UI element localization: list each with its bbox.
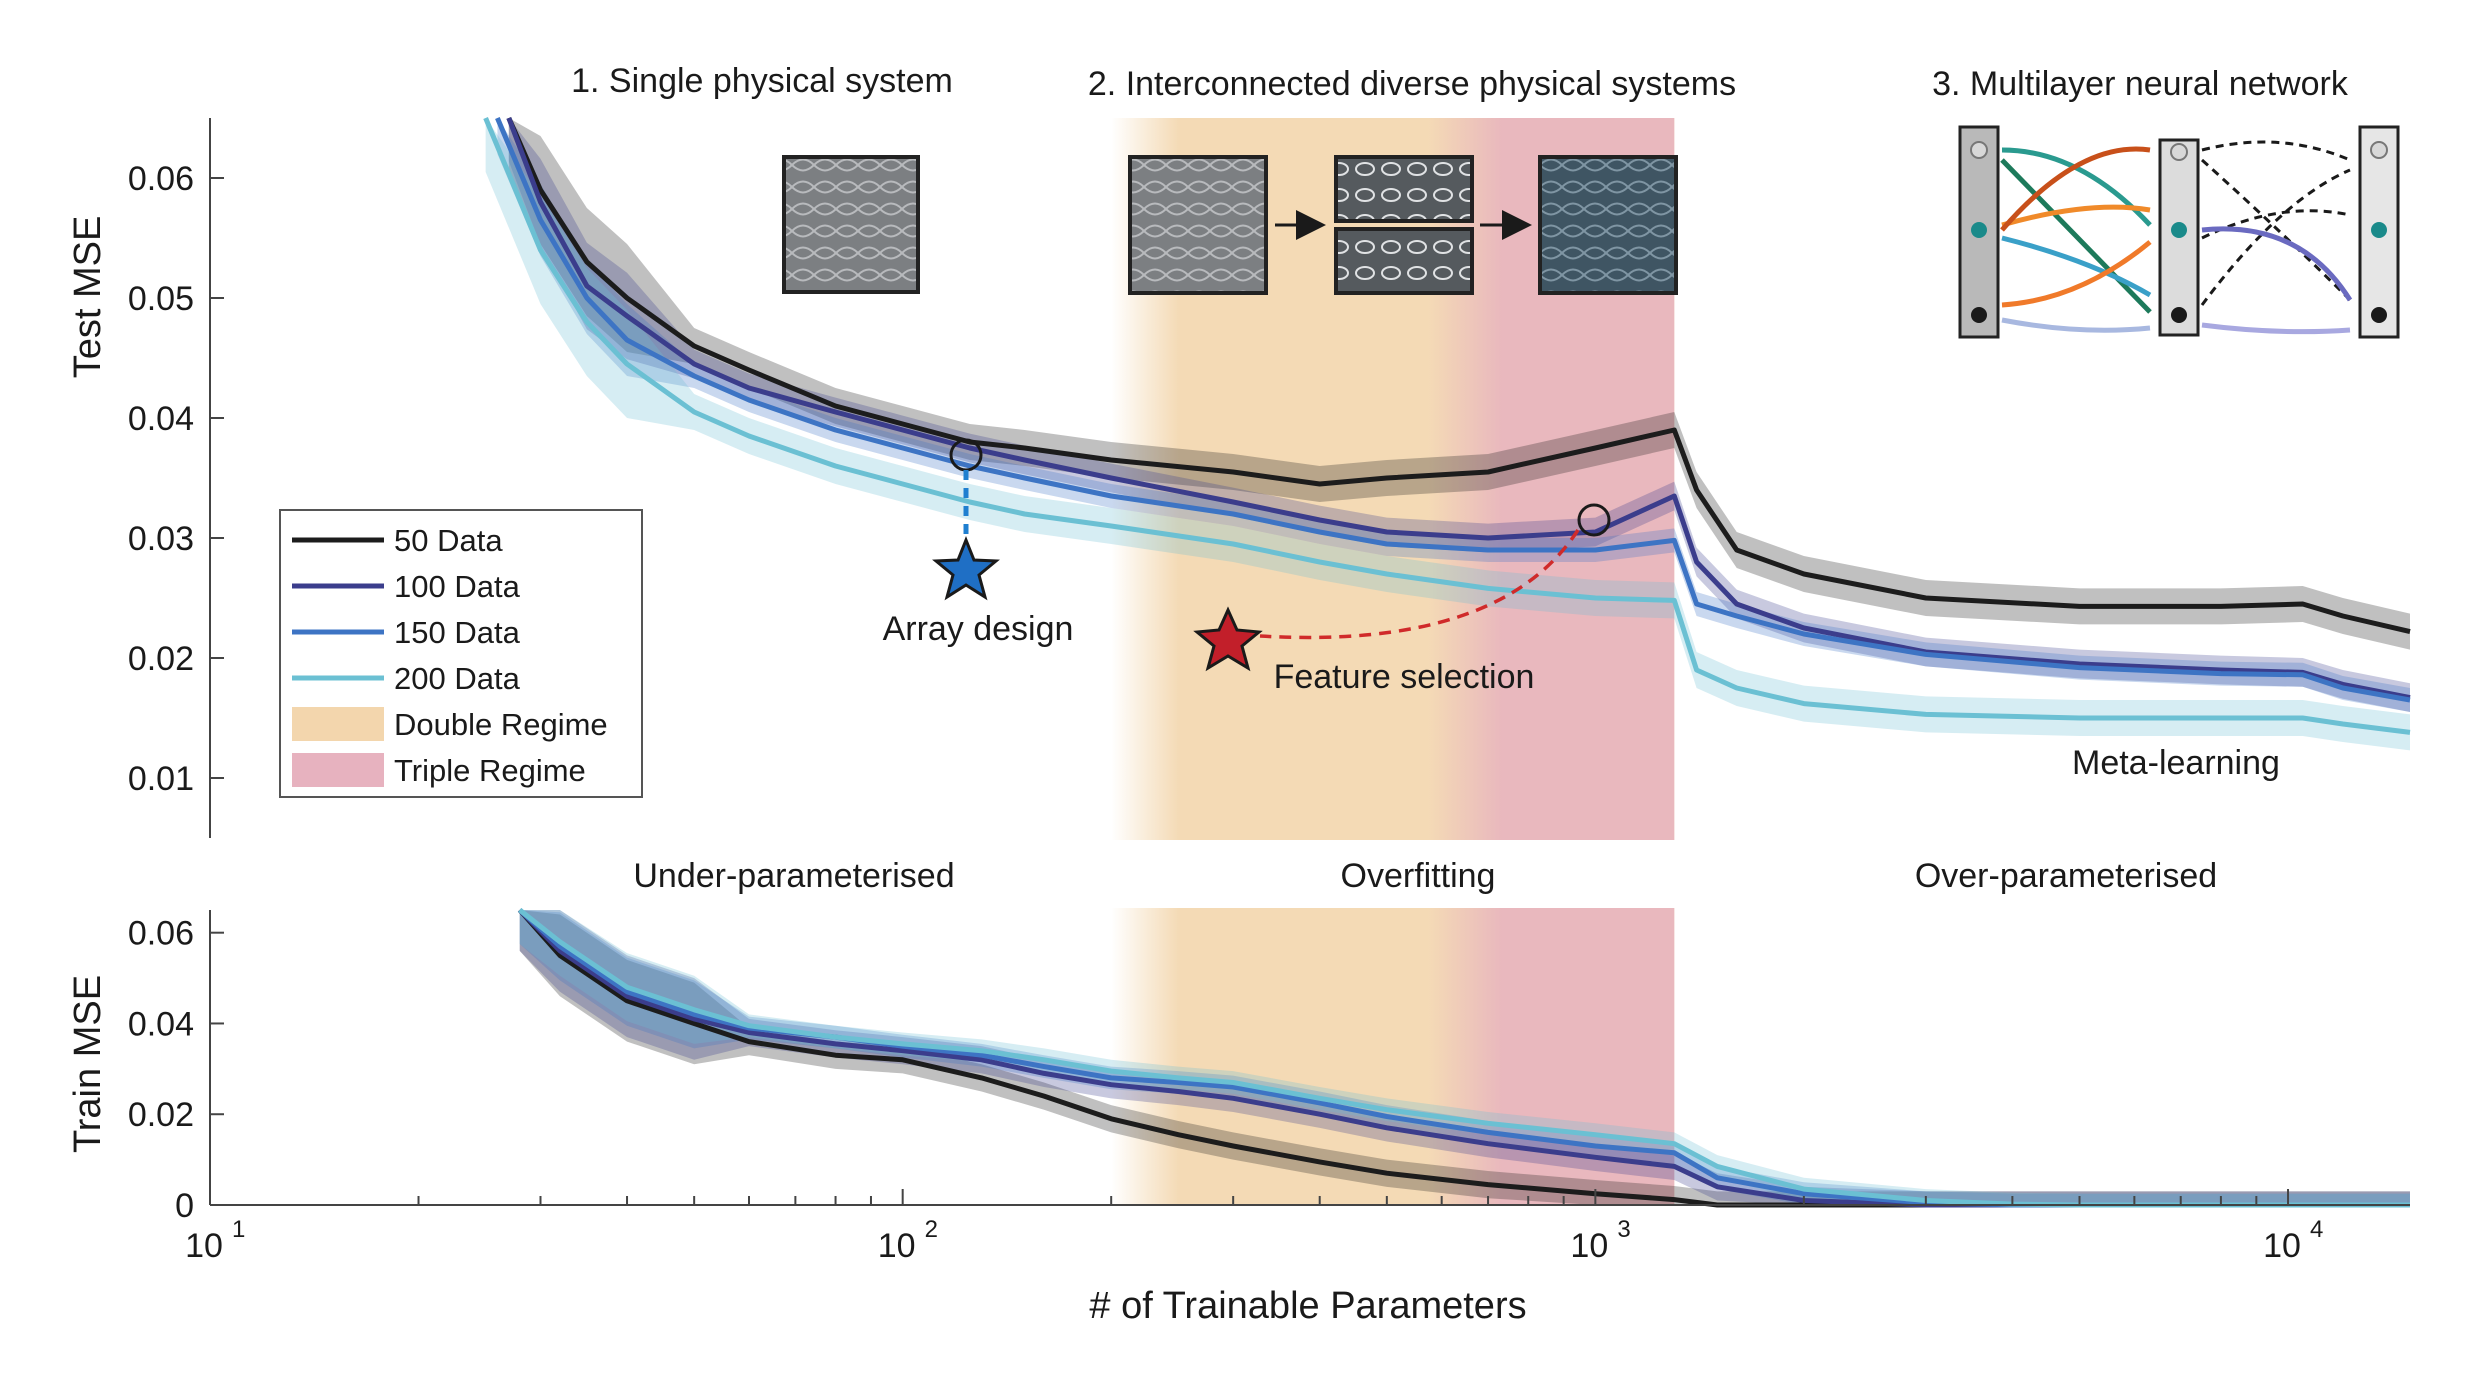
under-parameterised-label: Under-parameterised [633,857,954,895]
panel-title-multilayer-network: 3. Multilayer neural network [1932,65,2349,103]
y-tick-label: 0.05 [128,280,194,318]
array-design-label: Array design [883,610,1074,648]
meta-learning-label: Meta-learning [2072,744,2280,782]
over-parameterised-label: Over-parameterised [1915,857,2217,895]
y-tick-label: 0.04 [128,1005,194,1043]
legend-swatch [292,753,384,787]
test-mse-panel: 0.01 0.02 0.03 0.04 0.05 0.06 Test MSE [67,116,2411,838]
y-tick-label: 0 [175,1187,194,1225]
system-image-2b [1334,227,1474,295]
test-mse-axis-label: Test MSE [67,216,109,379]
system-image-2a [1334,155,1474,223]
array-design-annotation: Array design [883,438,1074,648]
system-image-1 [1128,155,1268,295]
blue-star-icon [932,535,1000,601]
y-tick-label: 0.02 [128,1096,194,1134]
band-100-data [508,118,2410,712]
y-tick-label: 0.06 [128,915,194,953]
y-tick-label: 0.02 [128,640,194,678]
feature-selection-circle [1577,503,1611,537]
test-mse-y-axis: 0.01 0.02 0.03 0.04 0.05 0.06 [128,118,224,838]
train-mse-panel: 0 0.02 0.04 0.06 10 1 10 2 10 3 10 4 Train MSE # of… [67,908,2410,1327]
line-100-data [506,117,2411,701]
test-mse-lines [483,116,2411,735]
test-mse-confidence-bands [485,118,2411,751]
line-50-data [506,116,2411,635]
train-mse-lines [517,908,2410,1208]
x-tick-exponent: 1 [232,1216,245,1243]
legend-label: 50 Data [394,523,503,558]
line-150-data [518,908,2410,1208]
panel-title-single-system: 1. Single physical system [571,62,953,100]
line-200-data [518,908,2410,1208]
y-tick-label: 0.03 [128,520,194,558]
line-200-data [483,117,2411,735]
x-tick-exponent: 3 [1617,1216,1630,1243]
neural-network-icon [1958,125,2400,339]
legend-label: 100 Data [394,569,521,604]
y-tick-label: 0.06 [128,160,194,198]
line-100-data [517,908,2410,1208]
legend-label: 200 Data [394,661,521,696]
train-mse-axis-label: Train MSE [67,975,109,1153]
panel-gap [210,840,2410,908]
triple-regime-region [1428,118,1675,1205]
x-tick-label: 10 [1570,1227,1608,1265]
interconnected-systems-images [1128,155,1678,295]
single-system-image [782,155,920,294]
feature-selection-annotation: Feature selection [1193,503,1611,696]
regime-backgrounds [210,118,2410,1205]
feature-selection-label: Feature selection [1274,658,1535,696]
line-150-data [495,117,2411,703]
x-tick-label: 10 [2263,1227,2301,1265]
system-image-3 [1538,155,1678,295]
legend-label: 150 Data [394,615,521,650]
x-tick-exponent: 2 [925,1216,938,1243]
line-50-data [517,908,2410,1208]
x-tick-exponent: 4 [2310,1216,2323,1243]
x-tick-label: 10 [878,1227,916,1265]
x-axis-label: # of Trainable Parameters [1089,1285,1526,1327]
overfitting-label: Overfitting [1341,857,1496,895]
panel-title-interconnected-systems: 2. Interconnected diverse physical syste… [1088,65,1736,103]
legend-label: Triple Regime [394,753,586,788]
band-50-data [508,118,2410,650]
y-tick-label: 0.04 [128,400,194,438]
train-mse-axes: 0 0.02 0.04 0.06 10 1 10 2 10 3 10 4 [128,910,2410,1265]
legend-label: Double Regime [394,707,608,742]
y-tick-label: 0.01 [128,760,194,798]
x-tick-label: 10 [185,1227,223,1265]
legend-swatch [292,707,384,741]
red-star-icon [1193,606,1263,672]
